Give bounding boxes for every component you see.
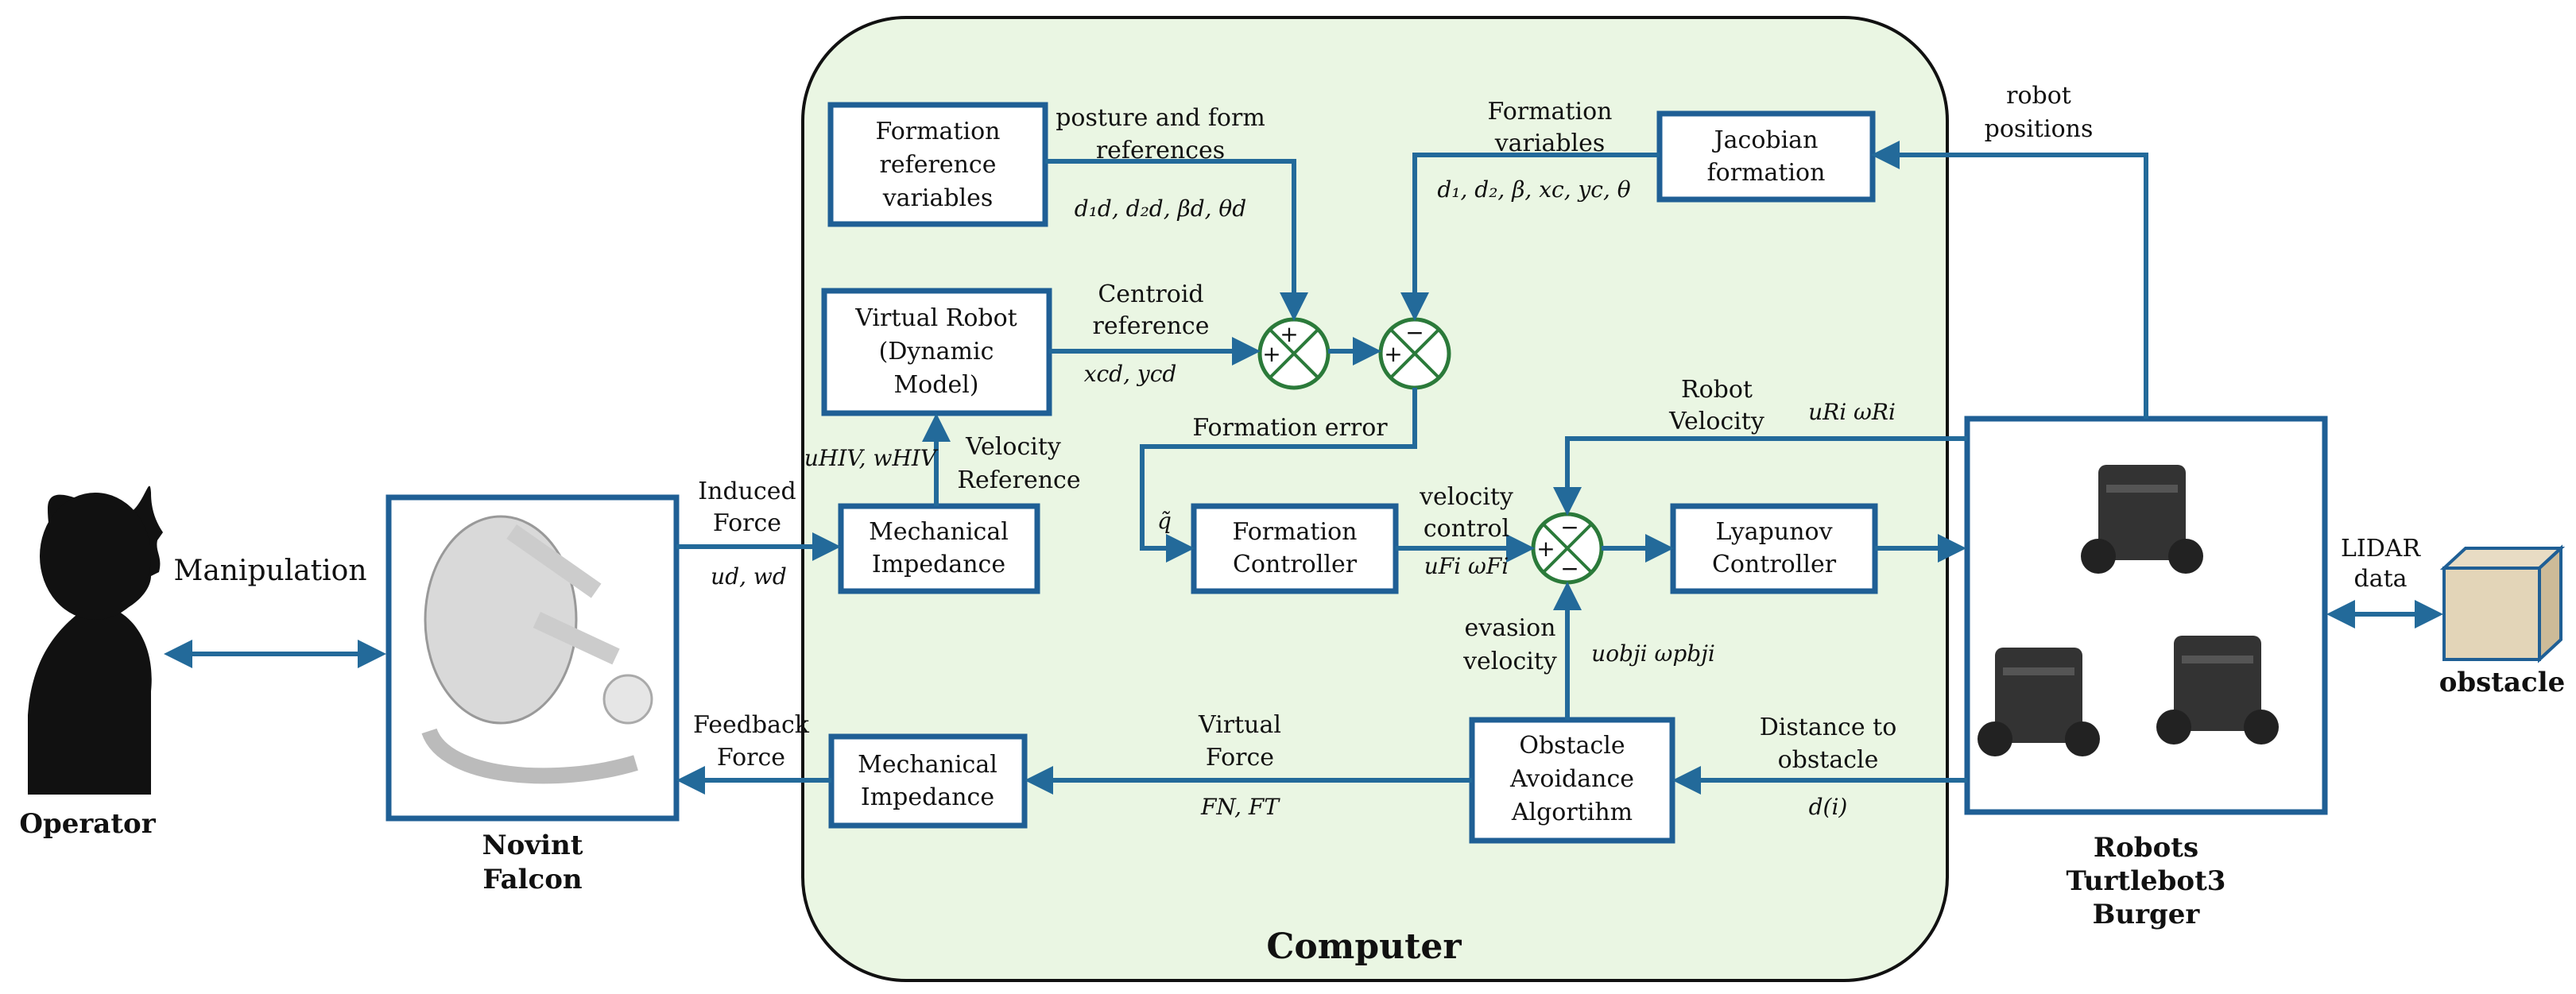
formation-reference-line-3: variables <box>882 184 994 212</box>
mech-imp-top-line-1: Mechanical <box>869 518 1009 546</box>
turtlebot-robot-icon <box>2081 465 2203 574</box>
manipulation-label: Manipulation <box>173 555 366 587</box>
qtilde-label: q̃ <box>1157 508 1172 534</box>
velref-label-1: Velocity <box>965 433 1061 461</box>
formation-error-arrow <box>1140 388 1417 563</box>
computer-label: Computer <box>1266 926 1462 967</box>
svg-text:−: − <box>1405 319 1424 346</box>
formation-reference-line-2: reference <box>880 151 997 179</box>
velctrl-label-2: control <box>1424 515 1509 543</box>
obstacle-avoidance-block <box>1469 717 1675 844</box>
evasion-math: uobji ωpbji <box>1591 640 1715 667</box>
turtlebot-robot-icon <box>2156 636 2279 745</box>
centroid-math: xcd, ycd <box>1084 361 1177 387</box>
lyapunov-line-2: Controller <box>1712 551 1837 578</box>
posture-vars: d₁d, d₂d, βd, θd <box>1075 195 1246 222</box>
lyapunov-line-1: Lyapunov <box>1715 518 1832 546</box>
di-label: d(i) <box>1809 794 1848 820</box>
velctrl-math: uFi ωFi <box>1424 553 1509 579</box>
lyapunov-controller-block <box>1670 503 1878 594</box>
feedback-label-1: Feedback <box>693 711 810 739</box>
robots-label-3: Burger <box>2093 899 2201 930</box>
robot-velocity-arrow <box>1553 436 1967 516</box>
summing-junction-formation: − + <box>1378 317 1451 390</box>
velctrl-label-1: velocity <box>1419 483 1513 511</box>
formation-error-label: Formation error <box>1192 414 1388 442</box>
mech-imp-bottom-line-1: Mechanical <box>858 751 997 779</box>
virtual-robot-line-2: (Dynamic <box>879 338 994 365</box>
obstacle-cube-icon <box>2439 544 2566 663</box>
virtual-robot-line-1: Virtual Robot <box>854 304 1017 332</box>
fnft-label: FN, FT <box>1200 794 1280 820</box>
posture-arrow <box>1045 159 1308 321</box>
lidar-label-1: LIDAR <box>2341 535 2421 563</box>
obstacle-label: obstacle <box>2439 667 2566 698</box>
robots-box <box>1964 416 2328 815</box>
formation-reference-line-1: Formation <box>876 118 1001 145</box>
jacobian-line-2: formation <box>1707 159 1826 187</box>
virtualforce-label-2: Force <box>1206 744 1274 772</box>
induced-label-2: Force <box>713 509 781 537</box>
ud-label: ud, wd <box>711 563 787 590</box>
jacobian-to-sum-arrow <box>1400 153 1660 321</box>
jacobian-line-1: Jacobian <box>1712 126 1819 154</box>
induced-label-1: Induced <box>698 478 796 505</box>
velref-label-2: Reference <box>957 466 1080 494</box>
robots-label-2: Turtlebot3 <box>2067 865 2226 897</box>
formation-reference-block <box>827 102 1048 227</box>
mechanical-impedance-top-block <box>838 503 1040 594</box>
robotvel-label-2: Velocity <box>1668 408 1764 435</box>
formvars-math: d₁, d₂, β, xc, yc, θ <box>1437 176 1630 203</box>
svg-text:−: − <box>1560 555 1579 582</box>
robot-positions-1: robot <box>2006 82 2071 110</box>
robot-positions-2: positions <box>1985 115 2094 143</box>
svg-text:−: − <box>1560 514 1579 540</box>
operator-label: Operator <box>19 808 156 840</box>
svg-text:+: + <box>1262 341 1280 367</box>
formvars-label-2: variables <box>1494 130 1606 157</box>
lidar-label-2: data <box>2353 565 2407 593</box>
summing-junction-centroid: + + <box>1257 317 1331 390</box>
centroid-label-2: reference <box>1093 312 1210 340</box>
hiv-label: uHIV, wHIV <box>804 445 939 471</box>
svg-text:+: + <box>1280 321 1298 347</box>
falcon-device-icon <box>421 515 653 784</box>
distance-label-2: obstacle <box>1778 746 1879 774</box>
svg-text:+: + <box>1536 536 1555 562</box>
jacobian-block <box>1656 110 1876 203</box>
robotvel-label-1: Robot <box>1681 376 1753 404</box>
obstacle-avoid-line-3: Algortihm <box>1511 799 1633 826</box>
distance-label-1: Distance to <box>1760 714 1897 741</box>
obstacle-avoid-line-2: Avoidance <box>1509 765 1634 793</box>
posture-label-1: posture and form <box>1056 104 1265 132</box>
formation-controller-line-2: Controller <box>1233 551 1358 578</box>
falcon-label-2: Falcon <box>482 864 582 895</box>
mech-imp-bottom-line-2: Impedance <box>861 783 994 811</box>
feedback-label-2: Force <box>717 744 785 772</box>
obstacle-avoid-line-1: Obstacle <box>1519 732 1625 760</box>
svg-text:+: + <box>1384 341 1402 367</box>
posture-label-2: references <box>1096 137 1225 164</box>
robot-positions-arrow <box>1871 141 2148 419</box>
operator-silhouette-icon <box>28 485 163 795</box>
robotvel-math: uRi ωRi <box>1808 399 1896 425</box>
turtlebot-robot-icon <box>1978 648 2100 756</box>
robots-label-1: Robots <box>2094 832 2198 864</box>
mech-imp-top-line-2: Impedance <box>872 551 1005 578</box>
formvars-label-1: Formation <box>1488 98 1613 126</box>
virtualforce-label-1: Virtual <box>1198 711 1281 739</box>
virtual-robot-line-3: Model) <box>893 371 978 399</box>
summing-junction-velocity: − + − <box>1531 512 1604 585</box>
formation-controller-line-1: Formation <box>1233 518 1358 546</box>
centroid-label-1: Centroid <box>1098 280 1203 308</box>
falcon-label-1: Novint <box>482 830 583 861</box>
mechanical-impedance-bottom-block <box>828 733 1028 829</box>
evasion-label-2: velocity <box>1462 648 1557 675</box>
evasion-label-1: evasion <box>1465 614 1556 642</box>
